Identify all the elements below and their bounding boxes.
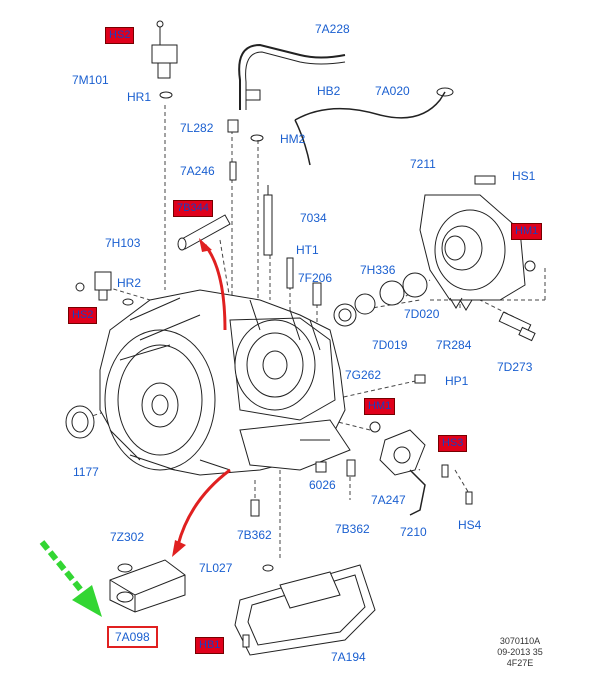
extension-housing-7211 (419, 175, 536, 301)
plug-hp1 (414, 374, 426, 384)
label-7211[interactable]: 7211 (410, 157, 436, 171)
bolt-hs4 (465, 491, 473, 505)
label-hr2[interactable]: HR2 (117, 276, 142, 290)
label-7a098[interactable]: 7A098 (107, 626, 158, 648)
oil-pan-7a194 (234, 564, 376, 656)
rod-7034 (263, 185, 273, 256)
label-hp1[interactable]: HP1 (445, 374, 469, 388)
seal-1177 (65, 405, 95, 439)
label-7d019[interactable]: 7D019 (372, 338, 408, 352)
figure-reference-line2: 09-2013 35 (497, 647, 543, 657)
label-hs2-left[interactable]: HS2 (68, 307, 98, 324)
tube-7b344 (177, 214, 231, 251)
sensor-7h103 (75, 271, 134, 306)
fitting-7d273 (498, 311, 536, 342)
green-pointer-arrow (39, 540, 102, 617)
label-7b362-left[interactable]: 7B362 (237, 528, 272, 542)
label-7r284[interactable]: 7R284 (436, 338, 472, 352)
label-7l282[interactable]: 7L282 (180, 121, 214, 135)
breather-tube-7a228 (238, 43, 346, 110)
label-hs2-top[interactable]: HS2 (105, 27, 135, 44)
label-hm1-mid[interactable]: HM1 (364, 398, 396, 415)
label-7f206[interactable]: 7F206 (298, 271, 333, 285)
stud-ht1 (286, 257, 294, 289)
label-hr1[interactable]: HR1 (127, 90, 152, 104)
figure-reference-line3: 4F27E (506, 658, 534, 668)
label-7b362-right[interactable]: 7B362 (335, 522, 370, 536)
label-7a246[interactable]: 7A246 (180, 164, 215, 178)
ring-7h336 (379, 280, 405, 306)
label-7h336[interactable]: 7H336 (360, 263, 396, 277)
label-7z302[interactable]: 7Z302 (110, 530, 145, 544)
label-hs3[interactable]: HS3 (438, 435, 468, 452)
plug-7l282 (227, 119, 239, 133)
clips-7r284 (449, 297, 473, 311)
label-7h103[interactable]: 7H103 (105, 236, 141, 250)
lever-7210 (409, 469, 426, 516)
label-7210[interactable]: 7210 (400, 525, 427, 539)
seal-7g262 (333, 303, 357, 327)
pin-7b362-right (346, 459, 356, 477)
label-7a020[interactable]: 7A020 (375, 84, 410, 98)
label-7g262[interactable]: 7G262 (345, 368, 382, 382)
label-hs4[interactable]: HS4 (458, 518, 482, 532)
plug-6026 (315, 461, 327, 473)
label-hb2[interactable]: HB2 (317, 84, 341, 98)
label-7a247[interactable]: 7A247 (371, 493, 406, 507)
ring-7d020 (402, 272, 428, 298)
label-7l027[interactable]: 7L027 (199, 561, 233, 575)
fitting-7f206 (312, 282, 322, 306)
seal-7z302 (117, 563, 133, 573)
label-7034[interactable]: 7034 (300, 211, 327, 225)
label-7b344[interactable]: 7B344 (173, 200, 213, 217)
ring-7d019 (354, 293, 376, 315)
label-hb1[interactable]: HB1 (195, 637, 225, 654)
figure-reference-line1: 3070110A (499, 636, 541, 646)
seal-hm2 (250, 134, 264, 142)
filter-7a098 (109, 559, 186, 613)
bolt-hs3 (441, 464, 449, 478)
label-7d020[interactable]: 7D020 (404, 307, 440, 321)
label-hm2[interactable]: HM2 (280, 132, 306, 146)
dipstick-7a020 (294, 91, 446, 121)
label-hm1-right[interactable]: HM1 (511, 223, 543, 240)
pin-7b362-left (250, 499, 260, 517)
label-7m101[interactable]: 7M101 (72, 73, 109, 87)
label-hs1[interactable]: HS1 (512, 169, 536, 183)
callout-arrowheads (172, 238, 212, 557)
range-sensor-7a247 (369, 421, 426, 476)
label-6026[interactable]: 6026 (309, 478, 336, 492)
figure-reference: 3070110A 09-2013 35 4F27E (480, 636, 560, 669)
label-7a194[interactable]: 7A194 (331, 650, 366, 664)
speed-sensor-7m101 (151, 20, 178, 99)
pin-7a246 (229, 161, 237, 181)
label-1177[interactable]: 1177 (73, 465, 99, 479)
transmission-housing (99, 289, 351, 476)
label-7d273[interactable]: 7D273 (497, 360, 533, 374)
label-ht1[interactable]: HT1 (296, 243, 319, 257)
label-7a228[interactable]: 7A228 (315, 22, 350, 36)
